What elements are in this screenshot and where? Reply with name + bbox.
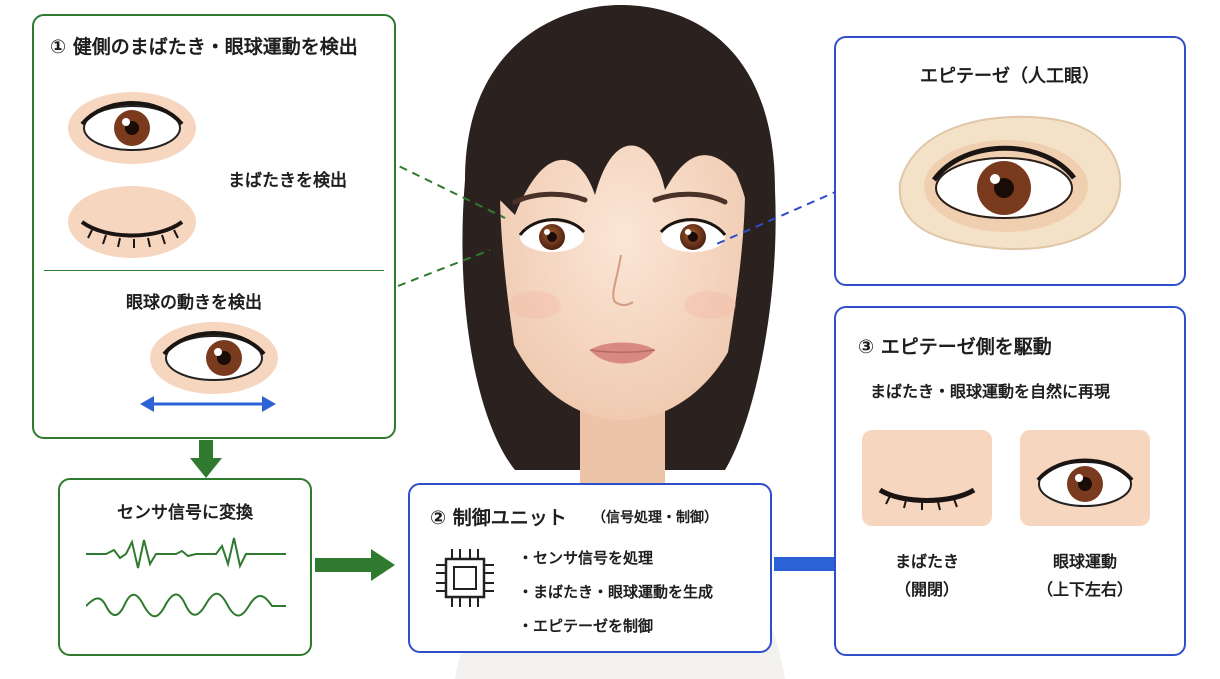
step2-panel: ② 制御ユニット （信号処理・制御） ・センサ信号を処理 ・まばたき・眼球運動を… [408,483,772,653]
step3-panel: ③ エピテーゼ側を駆動 まばたき・眼球運動を自然に再現 まばたき （開閉） 眼球… [834,306,1186,656]
step2-item: ・エピテーゼを制御 [518,617,654,635]
eye-closed-icon [862,430,992,526]
eye-open-icon [898,115,1122,251]
step1-panel: ① 健側のまばたき・眼球運動を検出 まばたきを検出 眼球の動きを検出 [32,14,396,439]
move-detect-label: 眼球の動きを検出 [126,293,262,313]
step3-move-sub: （上下左右） [1036,580,1133,599]
step2-item: ・センサ信号を処理 [518,549,654,567]
arrow-down-icon [190,440,222,478]
prosthesis-title: エピテーゼ（人工眼） [920,66,1100,87]
step1-title: ① 健側のまばたき・眼球運動を検出 [50,36,358,58]
chip-icon [436,549,494,607]
step3-title: ③ エピテーゼ側を駆動 [858,336,1052,358]
eye-open-icon [68,92,196,164]
step2-title: ② 制御ユニット [430,507,567,529]
arrow-right-icon [315,549,395,581]
eye-open-icon [1020,430,1150,526]
waveform-icon [86,537,286,618]
divider [44,270,384,271]
step3-subtitle: まばたき・眼球運動を自然に再現 [870,382,1111,401]
step2-item: ・まばたき・眼球運動を生成 [518,583,714,601]
step3-move-label: 眼球運動 [1052,552,1117,571]
prosthesis-panel: エピテーゼ（人工眼） [834,36,1186,286]
sensor-title: センサ信号に変換 [117,503,253,523]
step3-blink-label: まばたき [894,552,959,571]
step2-subtitle: （信号処理・制御） [592,510,718,526]
eye-closed-icon [68,186,196,258]
sensor-panel: センサ信号に変換 [58,478,312,656]
eye-open-icon [150,322,278,394]
step3-blink-sub: （開閉） [894,580,959,599]
double-arrow-icon [140,396,276,412]
blink-detect-label: まばたきを検出 [228,171,347,191]
